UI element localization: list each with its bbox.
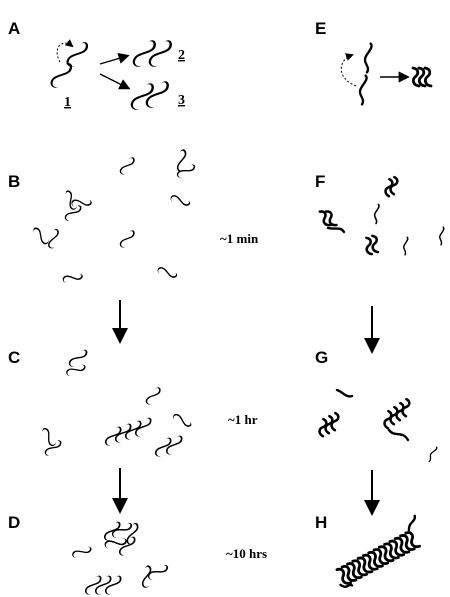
- panel-B-monomers: [31, 148, 196, 289]
- panel-label-F: F: [315, 172, 325, 191]
- species-label-3: 3: [178, 93, 185, 108]
- panel-H-fibril: [328, 516, 430, 590]
- time-label-B: ~1 min: [220, 231, 259, 246]
- panel-label-B: B: [8, 172, 20, 191]
- monomer-1-glyph: [51, 42, 89, 88]
- time-label-D: ~10 hrs: [226, 546, 267, 561]
- species-label-1: 1: [64, 95, 71, 110]
- panel-G-aggregates: [318, 390, 437, 462]
- arrow-to-trimer: [100, 74, 128, 88]
- panel-A-scheme: 1 2 3: [51, 40, 185, 110]
- panel-label-H: H: [315, 513, 327, 532]
- panel-F-strands: [320, 177, 444, 255]
- trimer-3-glyph: [131, 81, 169, 110]
- flip-arrow-E: [341, 55, 356, 86]
- panel-E-scheme: [341, 44, 431, 105]
- flip-arrow: [57, 43, 72, 62]
- extended-strand-glyph: [360, 44, 372, 105]
- arrow-to-dimer: [100, 56, 127, 64]
- panel-label-C: C: [8, 348, 20, 367]
- panel-label-G: G: [315, 348, 328, 367]
- panel-label-A: A: [8, 19, 20, 38]
- panel-D-aggregates: [71, 518, 169, 594]
- panel-label-D: D: [8, 513, 20, 532]
- dimer-2-glyph: [133, 40, 172, 67]
- time-label-C: ~1 hr: [228, 412, 258, 427]
- species-label-2: 2: [178, 48, 185, 63]
- panel-label-E: E: [315, 19, 326, 38]
- stacked-strands-glyph: [413, 68, 431, 86]
- panel-C-aggregates: [38, 347, 191, 457]
